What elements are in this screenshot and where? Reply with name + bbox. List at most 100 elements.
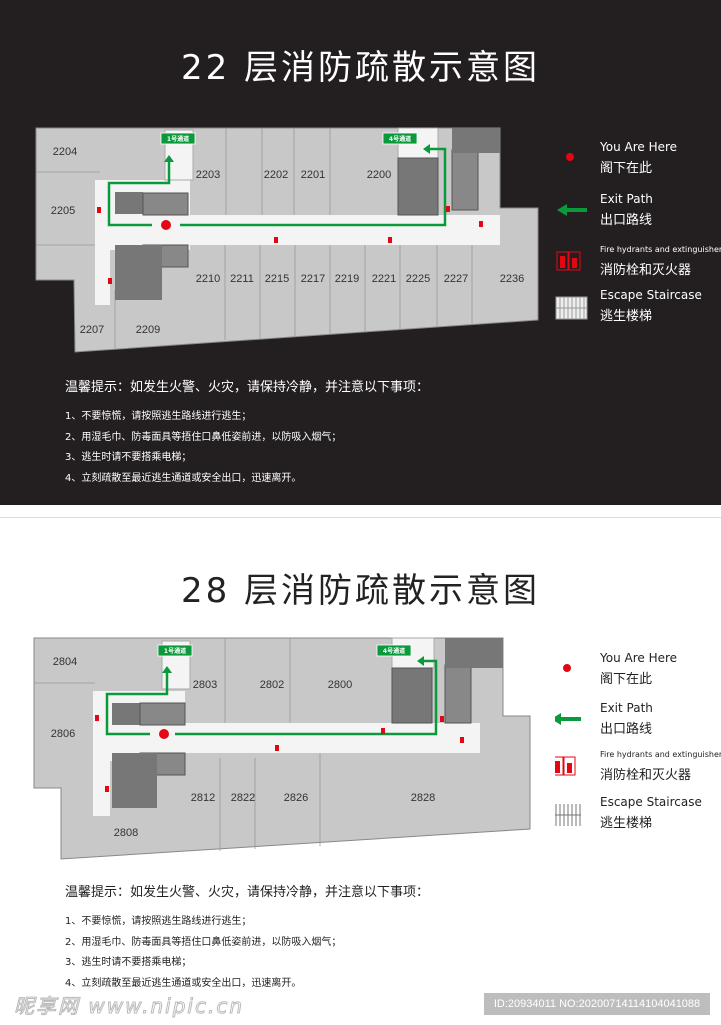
- elevator-block: [444, 664, 472, 724]
- notes-item: 4、立刻疏散至最近逃生通道或安全出口，迅速离开。: [65, 977, 302, 989]
- notes-item: 1、不要惊慌，请按照逃生路线进行逃生；: [65, 411, 252, 422]
- floor-28-panel: 28 层消防疏散示意图 2804 2806 2803 2802 2800 281…: [0, 517, 721, 1025]
- core-block: [452, 128, 500, 153]
- room-label: 2217: [301, 273, 325, 285]
- room-label: 2800: [328, 679, 352, 691]
- exit-arrow-icon: [162, 666, 172, 673]
- core-block: [112, 753, 157, 808]
- legend-label: You Are Here: [600, 140, 678, 154]
- legend-label: 出口路线: [600, 213, 653, 228]
- safety-notes: 温馨提示：如发生火警、火灾，请保持冷静，并注意以下事项： 1、不要惊慌，请按照逃…: [65, 376, 429, 489]
- you-are-here-marker: [161, 220, 171, 230]
- room-label: 2826: [284, 792, 308, 804]
- room-label: 2209: [136, 324, 160, 336]
- exit-1-label: 1号通道: [167, 135, 189, 143]
- notes-title: 温馨提示：如发生火警、火灾，请保持冷静，并注意以下事项：: [65, 380, 430, 395]
- legend-label: 消防栓和灭火器: [600, 263, 692, 278]
- legend-label: Fire hydrants and extinguishers: [600, 245, 721, 254]
- staircase-icon: [555, 296, 588, 320]
- staircase-icon: [555, 804, 581, 826]
- legend-exit-path: Exit Path 出口路线: [555, 192, 721, 232]
- legend-label: 逃生楼梯: [600, 309, 653, 324]
- legend-label: Exit Path: [600, 701, 653, 715]
- legend-you-are-here: You Are Here 阁下在此: [555, 651, 721, 691]
- exit-arrow-icon: [423, 144, 430, 154]
- floor-22-plan: 2204 2205 2203 2202 2201 2200 2210 2211 …: [35, 127, 539, 353]
- room-label: 2201: [301, 169, 325, 181]
- exit-path: [107, 147, 447, 227]
- room-label: 2204: [53, 146, 77, 158]
- room-label: 2802: [260, 679, 284, 691]
- notes-title: 温馨提示：如发生火警、火灾，请保持冷静，并注意以下事项：: [65, 885, 430, 900]
- exit-4-label: 4号通道: [383, 647, 405, 655]
- room-label: 2221: [372, 273, 396, 285]
- exit-arrow-icon: [417, 656, 424, 666]
- legend-hydrant: Fire hydrants and extinguishers 消防栓和灭火器: [555, 242, 721, 282]
- legend-hydrant: Fire hydrants and extinguishers 消防栓和灭火器: [555, 747, 721, 787]
- room-label: 2210: [196, 273, 220, 285]
- legend-label: 阁下在此: [600, 161, 653, 176]
- exit-4-badge: [382, 132, 418, 145]
- red-dot-icon: [566, 153, 574, 161]
- room-dividers: [36, 128, 473, 348]
- notes-item: 2、用湿毛巾、防毒面具等捂住口鼻低姿前进，以防吸入烟气；: [65, 936, 342, 948]
- notes-item: 3、逃生时请不要搭乘电梯；: [65, 957, 192, 968]
- room-label: 2215: [265, 273, 289, 285]
- core-block: [112, 703, 140, 725]
- room-label: 2812: [191, 792, 215, 804]
- page-title: 28 层消防疏散示意图: [180, 571, 541, 611]
- corridor: [95, 180, 500, 305]
- notes-item: 2、用湿毛巾、防毒面具等捂住口鼻低姿前进，以防吸入烟气；: [65, 431, 342, 443]
- room-label: 2203: [196, 169, 220, 181]
- notes-item: 1、不要惊慌，请按照逃生路线进行逃生；: [65, 916, 252, 927]
- elevator-block: [451, 149, 479, 211]
- room-label: 2207: [80, 324, 104, 336]
- room-label: 2227: [444, 273, 468, 285]
- legend-label: 出口路线: [600, 722, 653, 737]
- room-label: 2808: [114, 827, 138, 839]
- room-label: 2806: [51, 728, 75, 740]
- room-label: 2236: [500, 273, 524, 285]
- legend-label: Escape Staircase: [600, 288, 702, 302]
- exit-arrow-icon: [164, 155, 174, 162]
- page-title: 22 层消防疏散示意图: [180, 48, 541, 88]
- legend-label: 逃生楼梯: [600, 816, 653, 831]
- exit-1-label: 1号通道: [164, 647, 186, 655]
- legend-label: 阁下在此: [600, 672, 653, 687]
- legend-you-are-here: You Are Here 阁下在此: [555, 140, 721, 180]
- room-label: 2200: [367, 169, 391, 181]
- room-label: 2225: [406, 273, 430, 285]
- legend-label: Exit Path: [600, 192, 653, 206]
- legend-exit-path: Exit Path 出口路线: [555, 701, 721, 741]
- room-label: 2202: [264, 169, 288, 181]
- safety-notes: 温馨提示：如发生火警、火灾，请保持冷静，并注意以下事项： 1、不要惊慌，请按照逃…: [65, 881, 429, 994]
- exit-path: [105, 659, 438, 736]
- fire-extinguisher-icon: [555, 756, 576, 776]
- core-block: [115, 192, 143, 214]
- exit-1-badge: [160, 132, 196, 145]
- room-label: 2822: [231, 792, 255, 804]
- exit-1-badge: [157, 644, 193, 657]
- floor-22-panel: 22 层消防疏散示意图 2204 2205 2203 2202 2201 220…: [0, 0, 721, 505]
- floor-28-plan: 2804 2806 2803 2802 2800 2812 2822 2826 …: [33, 637, 531, 860]
- hydrant-icons: [95, 715, 464, 792]
- legend-label: You Are Here: [600, 651, 678, 665]
- legend: You Are Here 阁下在此 Exit Path 出口路线 Fire hy…: [555, 140, 721, 330]
- exit-4-badge: [376, 644, 412, 657]
- elevator-block: [397, 157, 439, 216]
- fire-extinguisher-icon: [556, 251, 581, 271]
- legend-label: Fire hydrants and extinguishers: [600, 750, 721, 759]
- room-label: 2219: [335, 273, 359, 285]
- elevator-block: [142, 192, 189, 216]
- legend-label: Escape Staircase: [600, 795, 702, 809]
- notes-item: 3、逃生时请不要搭乘电梯；: [65, 452, 192, 463]
- elevator-block: [391, 667, 433, 724]
- red-dot-icon: [563, 664, 571, 672]
- room-dividers: [34, 638, 321, 851]
- green-arrow-icon: [557, 204, 587, 216]
- room-label: 2804: [53, 656, 77, 668]
- legend-label: 消防栓和灭火器: [600, 768, 692, 783]
- room-label: 2205: [51, 205, 75, 217]
- exit-4-label: 4号通道: [389, 135, 411, 143]
- you-are-here-marker: [159, 729, 169, 739]
